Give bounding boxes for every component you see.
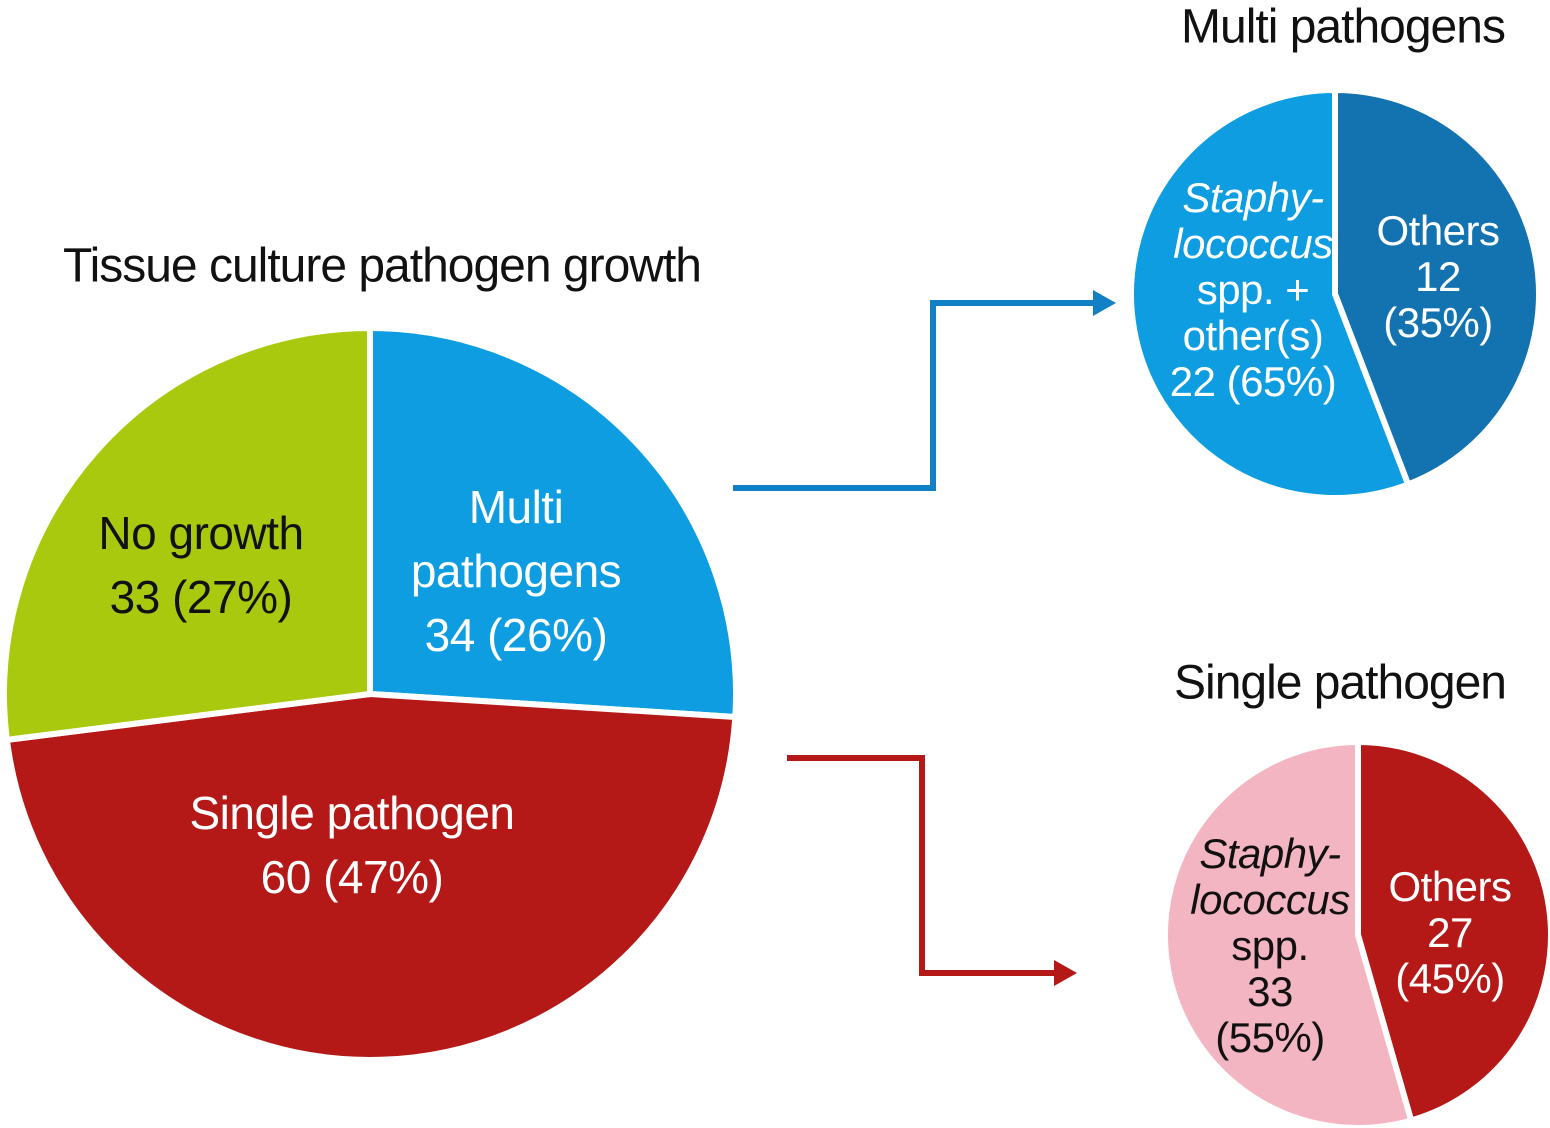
- main-pie-title: Tissue culture pathogen growth: [63, 239, 702, 293]
- slice-label-line: Single pathogen: [189, 787, 515, 839]
- slice-label-line: Multi: [468, 481, 564, 533]
- main-pie-chart: [4, 328, 736, 1060]
- slice-label-line: Others: [1376, 207, 1500, 254]
- slice-label-line: lococcus: [1190, 876, 1350, 923]
- multi-pathogens-pie-chart: [1131, 90, 1539, 498]
- slice-label-line: (55%): [1215, 1014, 1325, 1061]
- slice-label-line: (35%): [1383, 299, 1493, 346]
- slice-label-line: (45%): [1395, 955, 1505, 1002]
- arrow-to-multi-pathogens-arrowhead-icon: [1093, 290, 1116, 316]
- slice-label-staphylococcus-spp: Staphy- lococcus spp. 33 (55%): [1190, 830, 1350, 1061]
- slice-label-line: spp.: [1231, 922, 1309, 969]
- slice-label-line: Others: [1388, 863, 1512, 910]
- pie-slice: [1332, 90, 1539, 489]
- multi-pathogens-pie-title: Multi pathogens: [1181, 0, 1506, 54]
- slice-label-line: 33 (27%): [109, 571, 293, 623]
- slice-label-single-pathogen: Single pathogen 60 (47%): [189, 781, 515, 909]
- slice-label-staphylococcus-plus-others: Staphy- lococcus spp. + other(s) 22 (65%…: [1169, 174, 1337, 405]
- slice-label-multi-pathogens: Multi pathogens 34 (26%): [410, 475, 622, 667]
- pie-slice: [1165, 742, 1415, 1128]
- pie-slice: [367, 328, 736, 721]
- slice-label-line: 27: [1427, 909, 1473, 956]
- pie-slice: [4, 328, 373, 744]
- slice-label-line: lococcus: [1173, 220, 1333, 267]
- slice-label-line: Staphy-: [1199, 830, 1341, 877]
- slice-label-line: No growth: [98, 507, 304, 559]
- slice-label-line: pathogens: [410, 545, 622, 597]
- pie-slice: [1131, 90, 1412, 498]
- slice-label-line: other(s): [1182, 312, 1324, 359]
- pie-slice: [1355, 742, 1550, 1125]
- slice-label-line: 33: [1247, 968, 1293, 1015]
- arrow-to-single-pathogen-arrowhead-icon: [1054, 960, 1077, 986]
- arrow-to-multi-pathogens-line: [733, 300, 1094, 491]
- pie-slice: [4, 690, 736, 1060]
- slice-label-multi-others: Others 12 (35%): [1376, 207, 1500, 346]
- slice-label-line: Staphy-: [1182, 174, 1324, 221]
- slice-label-line: 12: [1415, 253, 1461, 300]
- arrow-to-single-pathogen-line: [787, 755, 1054, 976]
- slice-label-line: 60 (47%): [260, 851, 444, 903]
- slice-label-line: 34 (26%): [424, 609, 608, 661]
- slice-label-no-growth: No growth 33 (27%): [98, 501, 304, 629]
- single-pathogen-pie-title: Single pathogen: [1174, 656, 1507, 710]
- slice-label-single-others: Others 27 (45%): [1388, 863, 1512, 1002]
- slice-label-line: spp. +: [1196, 266, 1310, 313]
- slice-label-line: 22 (65%): [1169, 358, 1337, 405]
- single-pathogen-pie-chart: [1165, 742, 1550, 1128]
